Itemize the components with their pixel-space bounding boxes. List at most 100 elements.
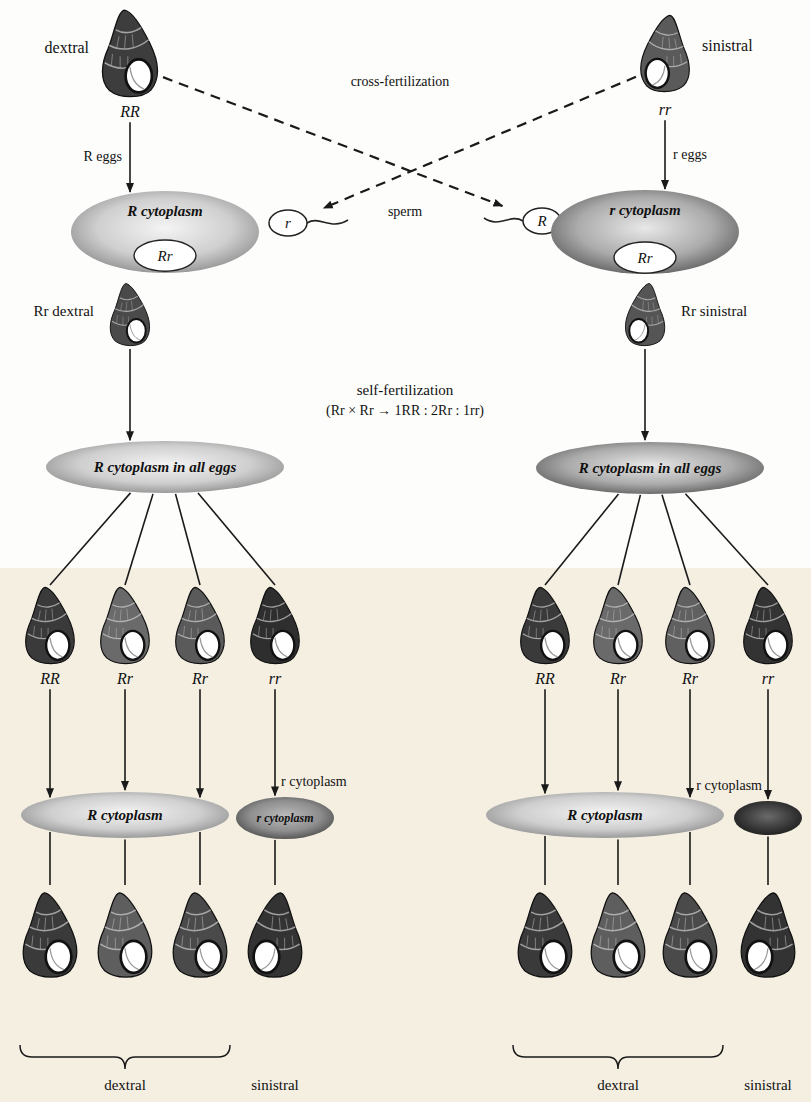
offspring-snail <box>23 893 76 977</box>
descent-arrow <box>199 689 201 797</box>
oval-fill <box>734 801 802 835</box>
oval-label: r cytoplasm <box>609 201 680 219</box>
oval-fill <box>46 441 284 493</box>
offspring-snail <box>248 893 301 977</box>
oval-fill <box>536 442 764 494</box>
offspring-snail <box>741 893 794 977</box>
sperm-shape <box>482 206 562 236</box>
snail-label: Rr <box>192 669 208 688</box>
oval-heading: r cytoplasm <box>281 774 347 791</box>
cytoplasm-oval: R cytoplasm in all eggs <box>45 440 285 494</box>
snail-shell <box>594 587 642 663</box>
snail-shell <box>102 282 158 348</box>
snail-figure: rr <box>246 585 304 688</box>
snail-label: RR <box>535 669 555 688</box>
diagram-label: dextral <box>597 1076 639 1094</box>
cytoplasm-oval: R cytoplasm <box>20 791 230 839</box>
cytoplasm-oval: r cytoplasm <box>733 800 803 836</box>
descent-arrow <box>664 120 666 189</box>
oval-heading: r cytoplasm <box>696 778 762 795</box>
snail-shell <box>617 282 673 348</box>
offspring-snail <box>591 893 644 977</box>
descent-arrow <box>644 349 646 440</box>
snail-shell <box>739 585 797 667</box>
descent-line <box>124 840 126 886</box>
oval-fill <box>551 190 739 274</box>
lower-panel <box>0 568 811 1102</box>
oval-shape <box>733 800 803 836</box>
descent-arrow <box>274 689 276 795</box>
descent-arrow <box>125 494 153 585</box>
snail-figure: Rr <box>661 585 719 688</box>
snail-figure: Rr <box>96 585 154 688</box>
oval-fill <box>21 792 229 838</box>
descent-arrow <box>544 689 546 793</box>
snail-label: Rr sinistral <box>681 302 747 320</box>
oval-label: Rr <box>638 249 653 267</box>
snail-shell <box>251 587 299 663</box>
sperm-shape <box>268 208 350 238</box>
diagram-label: sperm <box>388 204 422 221</box>
snail-shell <box>110 284 149 346</box>
oval-label: Rr <box>158 247 173 265</box>
descent-line <box>689 832 691 885</box>
snail-figure: RR <box>21 585 79 688</box>
snail-shell <box>666 587 714 663</box>
descent-arrow <box>767 689 769 799</box>
descent-line <box>544 836 546 885</box>
snail-label: Rr <box>682 669 698 688</box>
fertilization-line <box>324 77 636 208</box>
oval-fill <box>614 242 676 273</box>
snail-shell <box>21 585 79 667</box>
snail-figure: RR <box>516 585 574 688</box>
label-holder: r cytoplasm <box>696 778 762 795</box>
descent-arrow <box>129 122 131 192</box>
descent-arrow <box>124 689 126 790</box>
snail-label: rr <box>762 669 774 688</box>
label-holder: dextral <box>597 1076 639 1094</box>
edge-label: r eggs <box>673 146 707 163</box>
label-holder: Rr sinistral <box>681 302 747 320</box>
snail-shell <box>246 585 304 667</box>
offspring-snail <box>173 893 226 977</box>
snail-figure: sinistralrr <box>636 10 694 119</box>
oval-label: R cytoplasm <box>87 806 162 824</box>
descent-line <box>767 837 769 886</box>
sperm-head <box>269 210 307 236</box>
label-holder: dextral <box>104 1076 146 1094</box>
diagram-label: dextral <box>104 1076 146 1094</box>
snail-figure: dextralRR <box>97 8 163 121</box>
diagram-label: self-fertilization <box>357 381 454 399</box>
label-holder: self-fertilization <box>357 381 454 399</box>
snail-label: rr <box>659 100 671 119</box>
oval-fill <box>71 191 259 273</box>
descent-arrow <box>49 689 51 797</box>
snail-shell <box>589 585 647 667</box>
diagram-label: (Rr × Rr → 1RR : 2Rr : 1rr) <box>326 403 484 420</box>
label-holder: sinistral <box>702 36 753 55</box>
oval-label: R cytoplasm in all eggs <box>94 458 237 476</box>
snail-shell <box>101 587 149 663</box>
snail-label: Rr dextral <box>34 302 94 320</box>
offspring-snail <box>518 893 571 977</box>
label-holder: dextral <box>45 38 89 57</box>
snail-label: rr <box>269 669 281 688</box>
snail-shell <box>636 10 694 98</box>
snail-shell <box>97 8 163 100</box>
cytoplasm-oval: Rr <box>613 241 677 274</box>
descent-arrow <box>662 495 690 585</box>
snail-shell <box>744 587 792 663</box>
snail-shell <box>171 585 229 667</box>
cytoplasm-oval: R cytoplasmRr <box>70 190 260 274</box>
descent-lines <box>50 832 768 885</box>
diagram-label: sinistral <box>744 1076 792 1094</box>
sperm-cell: r <box>268 208 350 238</box>
cytoplasm-oval: r cytoplasmRr <box>550 189 740 275</box>
label-holder: (Rr × Rr → 1RR : 2Rr : 1rr) <box>326 403 484 420</box>
descent-line <box>617 840 619 886</box>
cytoplasm-oval: r cytoplasmr cytoplasm <box>235 796 335 840</box>
group-brace <box>20 1045 230 1069</box>
